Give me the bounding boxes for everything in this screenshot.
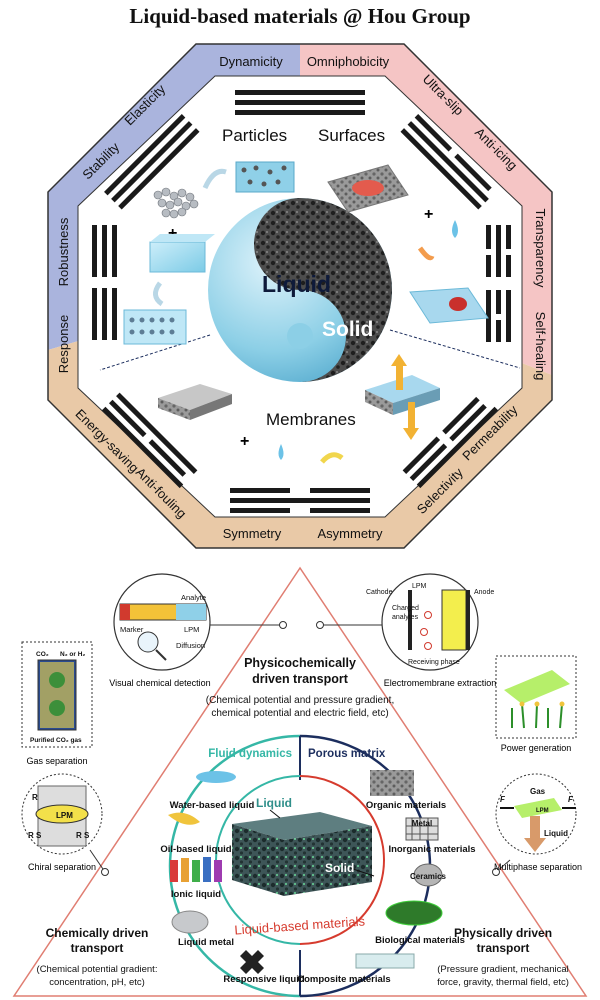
membranes-illustration: + <box>158 354 440 464</box>
prop-transparency: Transparency <box>533 209 548 288</box>
electro-caption: Electromembrane extraction <box>384 678 497 688</box>
multiphase-liquid-label: Liquid <box>544 829 568 838</box>
chemical-desc-1: (Chemical potential gradient: <box>37 964 158 975</box>
prop-omniphobicity: Omniphobicity <box>307 54 390 69</box>
porous-item-inorganic: Inorganic materials <box>388 844 475 855</box>
core-title: Liquid-based materials <box>234 913 366 937</box>
visual-lpm-label: LPM <box>184 625 199 634</box>
fluid-item-responsive: Responsive liquid <box>223 974 304 985</box>
chiral-caption: Chiral separation <box>28 862 96 872</box>
core-porous-block: Liquid Solid <box>232 796 375 896</box>
section-surfaces-label: Surfaces <box>318 126 385 145</box>
power-generation-inset: Power generation <box>495 655 577 753</box>
chiral-rs-left-label: R S <box>28 831 42 840</box>
gas-caption: Gas separation <box>26 756 87 766</box>
particles-illustration: + <box>123 161 295 345</box>
core-liquid-label: Liquid <box>256 796 292 810</box>
chiral-lpm-label: LPM <box>56 811 73 820</box>
metal-label: Metal <box>412 819 432 828</box>
prop-asymmetry: Asymmetry <box>318 526 384 541</box>
chiral-r-label: R <box>32 793 38 802</box>
section-membranes-label: Membranes <box>266 410 356 429</box>
power-caption: Power generation <box>501 743 572 753</box>
physical-desc-1: (Pressure gradient, mechanical <box>437 964 568 975</box>
visual-diffusion-label: Diffusion <box>176 641 205 650</box>
chemical-title-1: Chemically driven <box>46 926 149 940</box>
prop-self-healing: Self-healing <box>533 312 548 381</box>
multiphase-f-right: F <box>568 795 574 804</box>
trigram-bars <box>92 90 511 513</box>
electro-analytes-label: analytes <box>392 614 419 621</box>
gas-purified-label: Purified CO₂ gas <box>30 737 82 744</box>
multiphase-f-left: F <box>500 795 506 804</box>
chemical-desc-2: concentration, pH, etc) <box>49 977 145 988</box>
fluid-item-oil: Oil-based liquid <box>160 844 231 855</box>
visual-marker-label: Marker <box>120 625 144 634</box>
yin-yang-solid-label: Solid <box>322 318 373 341</box>
triangle-panel: Physicochemically driven transport (Chem… <box>12 566 588 998</box>
chemical-title-2: transport <box>71 941 124 955</box>
octagon-panel: Liquid Solid Particles Surfaces Membrane… <box>47 43 553 549</box>
visual-analyte-label: Analyte <box>181 593 206 602</box>
electromembrane-inset: Cathode Anode LPM Charged analytes Recei… <box>366 573 497 688</box>
chiral-rs-right-label: R S <box>76 831 90 840</box>
multiphase-caption: Multiphase separation <box>494 862 582 872</box>
surfaces-plus: + <box>424 206 433 223</box>
physicochemical-desc-2: chemical potential and electric field, e… <box>211 708 388 719</box>
physical-title-2: transport <box>477 941 530 955</box>
chiral-separation-inset: R LPM R S R S Chiral separation <box>21 773 103 872</box>
physicochemical-desc-1: (Chemical potential and pressure gradien… <box>206 695 394 706</box>
yin-yang-emblem: Liquid Solid <box>208 198 392 382</box>
ionic-liquid-bottles <box>170 857 222 882</box>
multiphase-lpm-label: LPM <box>536 808 549 814</box>
fluid-item-metal: Liquid metal <box>178 937 234 948</box>
multiphase-separation-inset: Gas LPM Liquid F F Multiphase separation <box>494 773 582 872</box>
porous-item-ceramics: Ceramics <box>410 872 447 881</box>
membranes-plus: + <box>240 433 249 450</box>
particles-plus: + <box>168 225 177 242</box>
page-title: Liquid-based materials @ Hou Group <box>129 4 471 28</box>
physical-title-1: Physically driven <box>454 926 552 940</box>
fluid-item-ionic: Ionic liquid <box>171 889 221 900</box>
prop-symmetry: Symmetry <box>223 526 282 541</box>
electro-receiving-label: Receiving phase <box>408 659 460 666</box>
yin-yang-liquid-label: Liquid <box>262 271 331 297</box>
prop-robustness: Robustness <box>56 217 71 286</box>
fluid-dynamics-label: Fluid dynamics <box>208 748 292 760</box>
section-particles-label: Particles <box>222 126 287 145</box>
visual-detection-inset: Marker Analyte LPM Diffusion Visual chem… <box>109 573 211 688</box>
physicochemical-title-1: Physicochemically <box>244 656 356 670</box>
multiphase-gas-label: Gas <box>530 787 546 796</box>
electro-cathode-label: Cathode <box>366 589 393 596</box>
visual-caption: Visual chemical detection <box>109 678 210 688</box>
metal-mesh <box>405 817 439 841</box>
electro-anode-label: Anode <box>474 589 494 596</box>
dashed-guides <box>99 329 521 371</box>
core-solid-label: Solid <box>325 861 354 875</box>
octagon-outline <box>47 43 553 549</box>
porous-item-organic: Organic materials <box>366 800 446 811</box>
porous-item-composite: Composite materials <box>297 974 390 985</box>
physical-desc-2: force, gravity, thermal field, etc) <box>437 977 569 988</box>
electro-charged-label: Charged <box>392 605 419 612</box>
porous-matrix-label: Porous matrix <box>308 748 386 760</box>
electro-lpm-label: LPM <box>412 583 427 590</box>
gas-separation-inset: CO₂ N₂ or H₂ Purified CO₂ gas Gas separa… <box>21 641 93 766</box>
surfaces-illustration: + <box>327 164 489 324</box>
gas-co2-label: CO₂ <box>36 651 49 658</box>
prop-dynamicity: Dynamicity <box>219 54 283 69</box>
physicochemical-title-2: driven transport <box>252 672 349 686</box>
prop-response: Response <box>56 315 71 374</box>
fluid-item-water: Water-based liquid <box>170 800 255 811</box>
gas-n2-label: N₂ or H₂ <box>60 651 85 658</box>
porous-item-biological: Biological materials <box>375 935 465 946</box>
